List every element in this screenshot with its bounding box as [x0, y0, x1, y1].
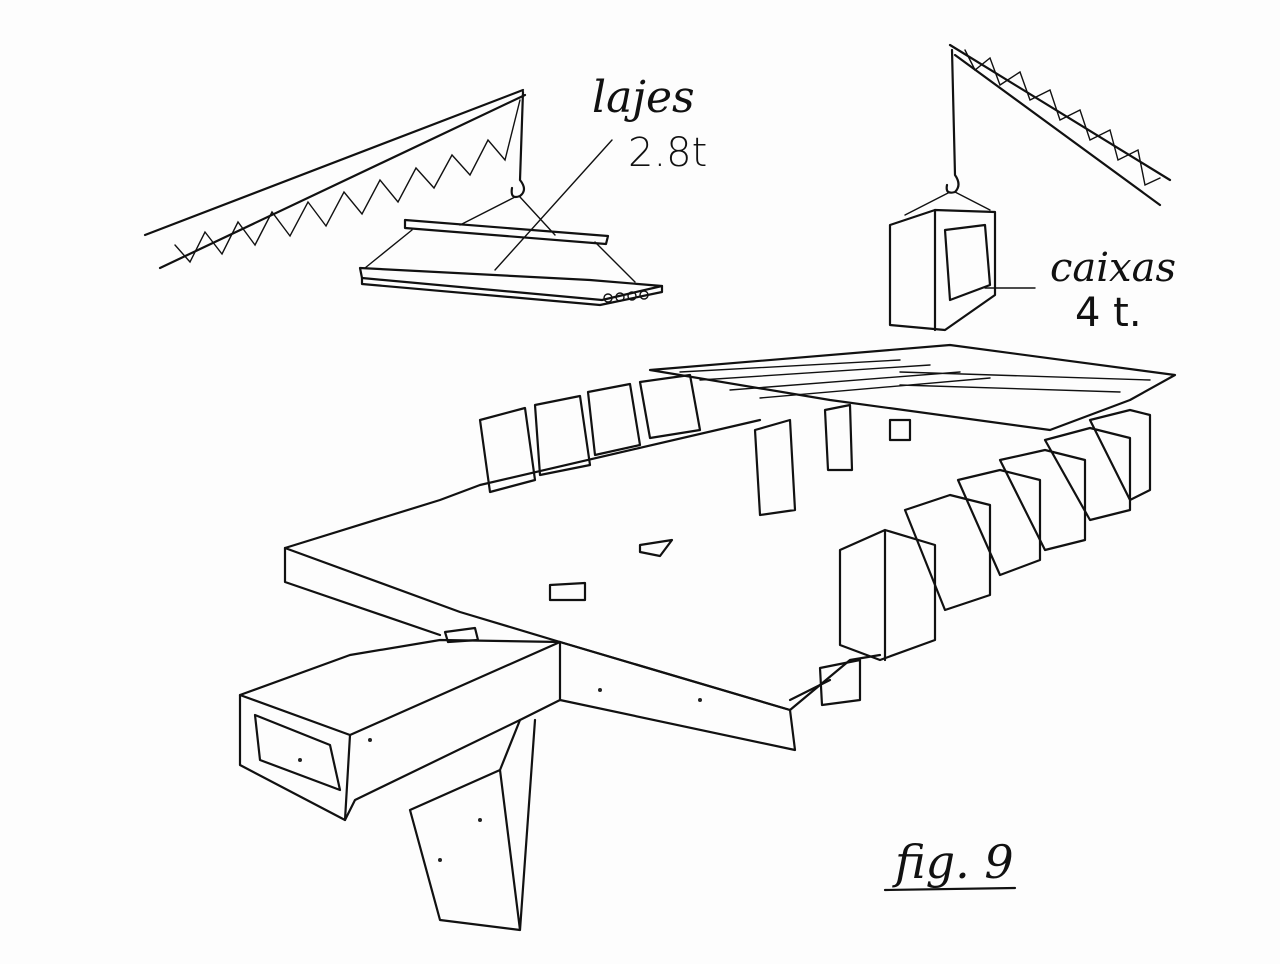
figure-label-underline: [883, 886, 1017, 892]
box-girder-cantilever: [238, 638, 797, 932]
left-crane-cable-and-hook: [459, 90, 556, 236]
figure-number-label: fig. 9: [895, 835, 1014, 889]
pier-columns: [753, 403, 912, 517]
box-row-right: [788, 408, 1152, 707]
slabs-weight-label: 2.8t: [628, 130, 708, 176]
boxes-weight-label: 4 t.: [1075, 290, 1142, 336]
boxes-label: caixas: [1050, 245, 1176, 291]
left-crane-boom: [143, 88, 527, 270]
slabs-label: lajes: [592, 72, 695, 123]
precast-box-hoisted: [888, 48, 1036, 332]
hollow-core-slab: [358, 139, 664, 307]
right-crane-boom: [948, 43, 1172, 207]
box-row-back: [478, 343, 1177, 494]
deck-platform: [283, 418, 882, 712]
